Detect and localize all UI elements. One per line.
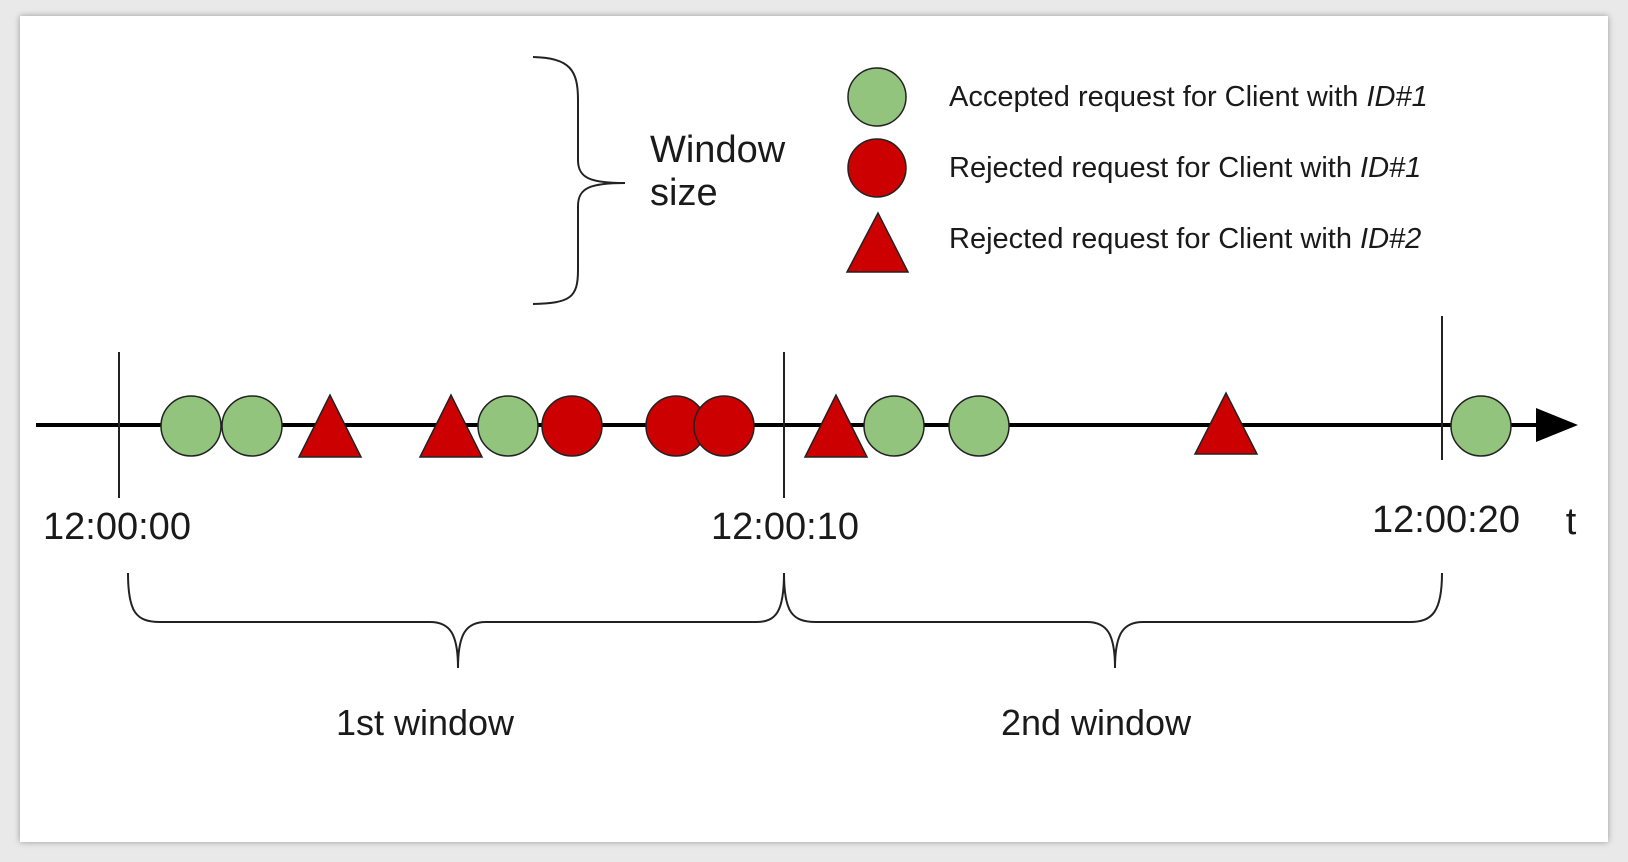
rejected-id1-marker: [693, 395, 755, 457]
second-window-label: 2nd window: [1001, 702, 1192, 743]
legend-rejected-id1: Rejected request for Client with ID#1: [949, 152, 1421, 184]
accepted-request-marker: [948, 395, 1010, 457]
red-triangle-icon: [845, 211, 910, 273]
accepted-request-marker: [1450, 395, 1512, 457]
window-size-brace: [532, 56, 626, 305]
window-size-label-line2: size: [650, 172, 718, 214]
tick-label-10: 12:00:10: [711, 506, 859, 548]
accepted-request-marker: [477, 395, 539, 457]
rejected-id2-marker: [297, 393, 363, 458]
axis-label-t: t: [1566, 501, 1577, 543]
green-circle-icon: [847, 67, 907, 127]
accepted-request-marker: [863, 395, 925, 457]
rejected-id2-marker: [1193, 391, 1259, 455]
window-size-label-line1: Window: [650, 129, 786, 171]
red-circle-icon: [847, 138, 907, 198]
diagram-frame: [20, 16, 1608, 842]
second-window-brace: [783, 572, 1443, 669]
first-window-label: 1st window: [336, 702, 515, 743]
tick-label-20: 12:00:20: [1372, 499, 1520, 541]
accepted-request-marker: [221, 395, 283, 457]
rejected-id2-marker: [418, 393, 484, 458]
axis-arrow-icon: [1536, 408, 1578, 442]
tick-label-0: 12:00:00: [43, 506, 191, 548]
rejected-id2-marker: [803, 393, 869, 458]
accepted-request-marker: [160, 395, 222, 457]
legend-rejected-id2: Rejected request for Client with ID#2: [949, 223, 1421, 255]
legend-accepted-id1: Accepted request for Client with ID#1: [949, 81, 1428, 113]
rejected-id1-marker: [541, 395, 603, 457]
first-window-brace: [127, 572, 785, 669]
request-markers: [160, 391, 1512, 458]
